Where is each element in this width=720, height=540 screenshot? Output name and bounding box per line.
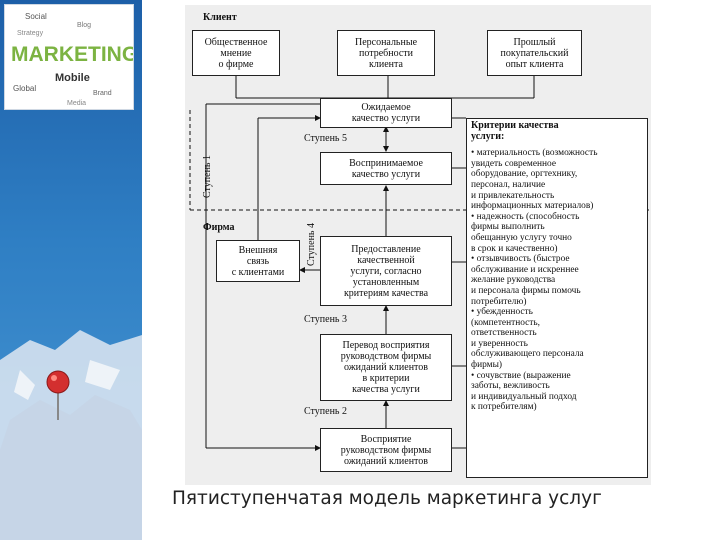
service-delivery-box: Предоставление качественной услуги, согл… [320,236,452,306]
personal-needs-box: Персональные потребности клиента [337,30,435,76]
logo-word: Global [13,84,36,93]
logo-word: Strategy [17,30,44,37]
slide-caption: Пятиступенчатая модель маркетинга услуг [172,488,602,509]
criteria-item: • материальность (возможность увидеть со… [471,148,598,212]
logo-word: Brand [93,90,112,97]
logo-word: Media [67,100,86,107]
quality-criteria-panel: Критерии качества услуги: • материальнос… [466,118,648,478]
step2-label: Ступень 2 [304,406,347,417]
logo-main-word: MARKETING [11,43,133,66]
logo-word: Social [25,12,47,21]
logo-word: Blog [77,22,91,29]
criteria-item: • сочувствие (выражение заботы, вежливос… [471,370,577,413]
criteria-title: Критерии качества услуги: [471,120,559,142]
criteria-item: • надежность (способность фирмы выполнит… [471,211,580,254]
criteria-item: • убежденность (компетентность, ответств… [471,307,584,371]
external-communication-box: Внешняя связь с клиентами [216,240,300,282]
step3-label: Ступень 3 [304,314,347,325]
criteria-item: • отзывчивость (быстрое обслуживание и и… [471,254,581,307]
management-perception-box: Восприятие руководством фирмы ожиданий к… [320,428,452,472]
translation-box: Перевод восприятия руководством фирмы ож… [320,334,452,401]
step4-label: Ступень 4 [306,223,317,266]
marketing-word-cloud: Social Blog MARKETING Mobile Global Bran… [5,5,133,109]
past-experience-box: Прошлый покупательский опыт клиента [487,30,582,76]
marketing-logo: Social Blog MARKETING Mobile Global Bran… [4,4,134,110]
client-section-header: Клиент [203,12,237,23]
firm-section-header: Фирма [203,222,235,233]
step1-label: Ступень 1 [202,155,213,198]
expected-quality-box: Ожидаемое качество услуги [320,98,452,128]
europe-map-graphic [0,330,142,540]
sidebar-panel: Social Blog MARKETING Mobile Global Bran… [0,0,142,540]
public-opinion-box: Общественное мнение о фирме [192,30,280,76]
step5-label: Ступень 5 [304,133,347,144]
perceived-quality-box: Воспринимаемое качество услуги [320,152,452,185]
logo-word: Mobile [55,72,90,84]
